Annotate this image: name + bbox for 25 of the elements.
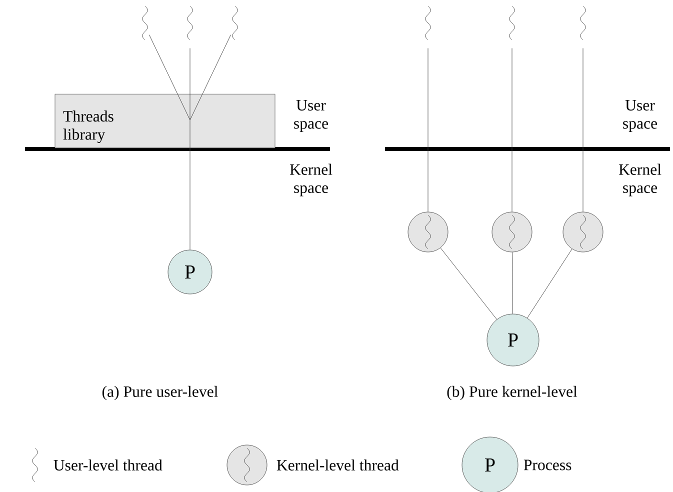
space-label: User space bbox=[294, 100, 328, 132]
legend-text: Process bbox=[524, 460, 572, 470]
connector-line bbox=[149, 34, 190, 120]
space-label: Kernel space bbox=[290, 164, 332, 196]
panel-caption: (b) Pure kernel-level bbox=[447, 386, 578, 400]
connector-line bbox=[527, 248, 572, 318]
thread-squiggle bbox=[580, 6, 586, 40]
connector-line bbox=[190, 34, 231, 120]
space-label: Kernel space bbox=[618, 164, 662, 196]
thread-squiggle bbox=[187, 6, 193, 40]
kernel-thread-circle bbox=[562, 212, 604, 252]
space-label: User space bbox=[623, 100, 658, 132]
thread-squiggle bbox=[425, 6, 431, 40]
panel-caption: (a) Pure user-level bbox=[102, 386, 218, 400]
kernel-thread-circle bbox=[492, 212, 532, 252]
connector-line bbox=[582, 48, 584, 212]
thread-squiggle bbox=[509, 6, 515, 40]
thread-squiggle bbox=[232, 6, 238, 40]
connector-line bbox=[440, 248, 498, 320]
kernel-thread-circle bbox=[408, 212, 448, 252]
library-box: Threads library bbox=[54, 94, 276, 148]
connector-line bbox=[512, 252, 513, 314]
legend-text: Kernel-level thread bbox=[276, 459, 399, 471]
legend-text: User-level thread bbox=[54, 459, 162, 471]
thread-squiggle bbox=[142, 6, 148, 40]
